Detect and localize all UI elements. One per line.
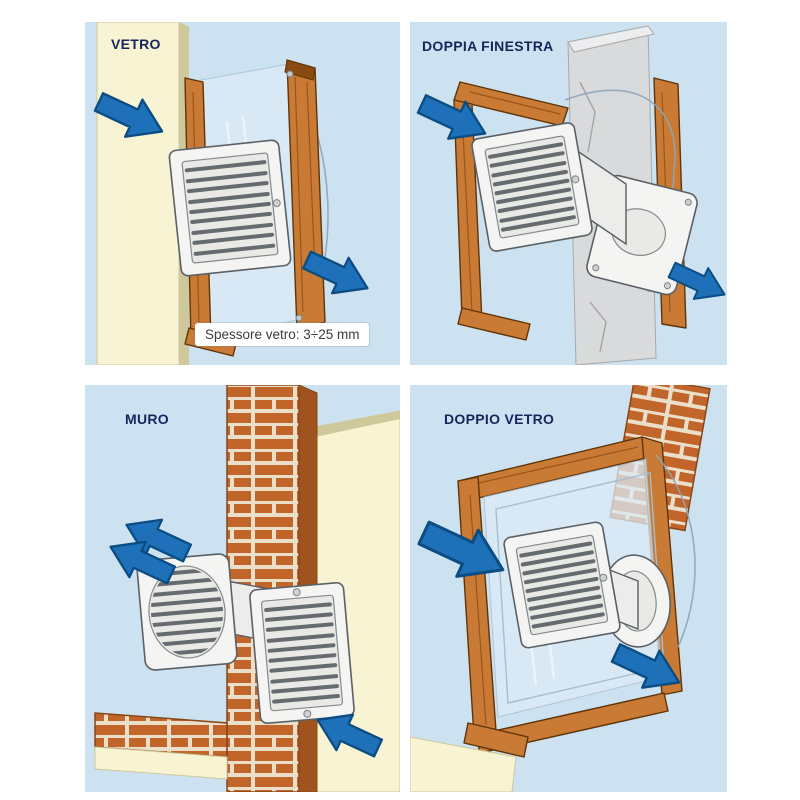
wall-face (96, 22, 180, 365)
fan-grille-louvers (184, 160, 276, 256)
window-sill-wall (410, 736, 517, 792)
panel-title-vetro: VETRO (111, 36, 161, 52)
screw (303, 709, 312, 718)
window-sill (457, 307, 531, 341)
fan-unit (249, 581, 355, 725)
screw (571, 175, 580, 184)
fan-unit (471, 122, 593, 252)
panel-muro: MURO (85, 385, 400, 792)
panel-doppio-vetro: DOPPIO VETRO (410, 385, 727, 792)
illustration-doppio-vetro (410, 385, 711, 792)
panel-title-muro: MURO (125, 411, 169, 427)
fan-grille-louvers (264, 602, 340, 704)
screw (272, 199, 281, 208)
fan-grille-louvers (519, 541, 605, 629)
fan-unit (503, 521, 621, 649)
panel-title-doppio-vetro: DOPPIO VETRO (444, 411, 555, 427)
illustration-doppia-finestra (412, 25, 727, 365)
outer-round-grille (136, 553, 238, 671)
panel-title-doppia-finestra: DOPPIA FINESTRA (422, 38, 554, 54)
screw (599, 573, 608, 582)
panel-vetro: VETRO (85, 22, 400, 365)
fan-grille-louvers (488, 142, 576, 232)
glass-thickness-note: Spessore vetro: 3÷25 mm (195, 323, 370, 346)
screw (292, 588, 301, 597)
illustration-vetro (89, 22, 377, 365)
cable (655, 454, 696, 648)
panel-doppia-finestra: DOPPIA FINESTRA (410, 22, 727, 365)
illustration-muro (94, 385, 400, 792)
sill-wood-corner (463, 722, 529, 758)
fan-unit (168, 139, 292, 277)
